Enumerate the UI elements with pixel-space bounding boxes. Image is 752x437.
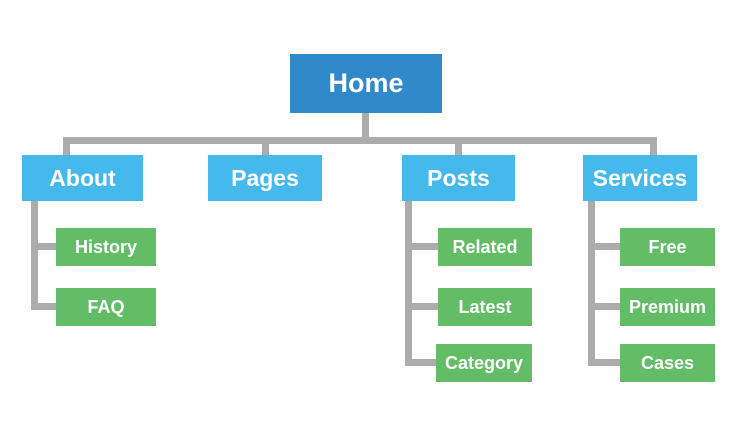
node-pages: Pages — [208, 155, 322, 201]
connector-stub-category — [412, 359, 438, 366]
connector-stub-free — [595, 243, 620, 250]
connector-about-trunk — [31, 201, 38, 310]
connector-stub-premium — [595, 303, 620, 310]
node-latest: Latest — [438, 288, 532, 326]
connector-stub-latest — [412, 303, 438, 310]
connector-stub-pages — [262, 144, 269, 155]
connector-stub-posts — [455, 144, 462, 155]
connector-stub-services — [650, 144, 657, 155]
connector-stub-related — [412, 243, 438, 250]
node-category: Category — [436, 344, 532, 382]
node-about: About — [22, 155, 143, 201]
node-free: Free — [620, 228, 715, 266]
connector-stub-faq — [38, 303, 56, 310]
connector-stub-about — [63, 144, 70, 155]
connector-home-trunk — [362, 113, 369, 137]
connector-posts-trunk — [405, 201, 412, 366]
node-posts: Posts — [402, 155, 515, 201]
connector-services-trunk — [588, 201, 595, 366]
node-faq: FAQ — [56, 288, 156, 326]
connector-stub-cases — [595, 359, 620, 366]
node-cases: Cases — [620, 344, 715, 382]
node-services: Services — [583, 155, 697, 201]
connector-level2-horizontal — [63, 137, 657, 144]
connector-stub-history — [38, 243, 56, 250]
node-history: History — [56, 228, 156, 266]
node-premium: Premium — [620, 288, 715, 326]
node-home: Home — [290, 54, 442, 113]
node-related: Related — [438, 228, 532, 266]
